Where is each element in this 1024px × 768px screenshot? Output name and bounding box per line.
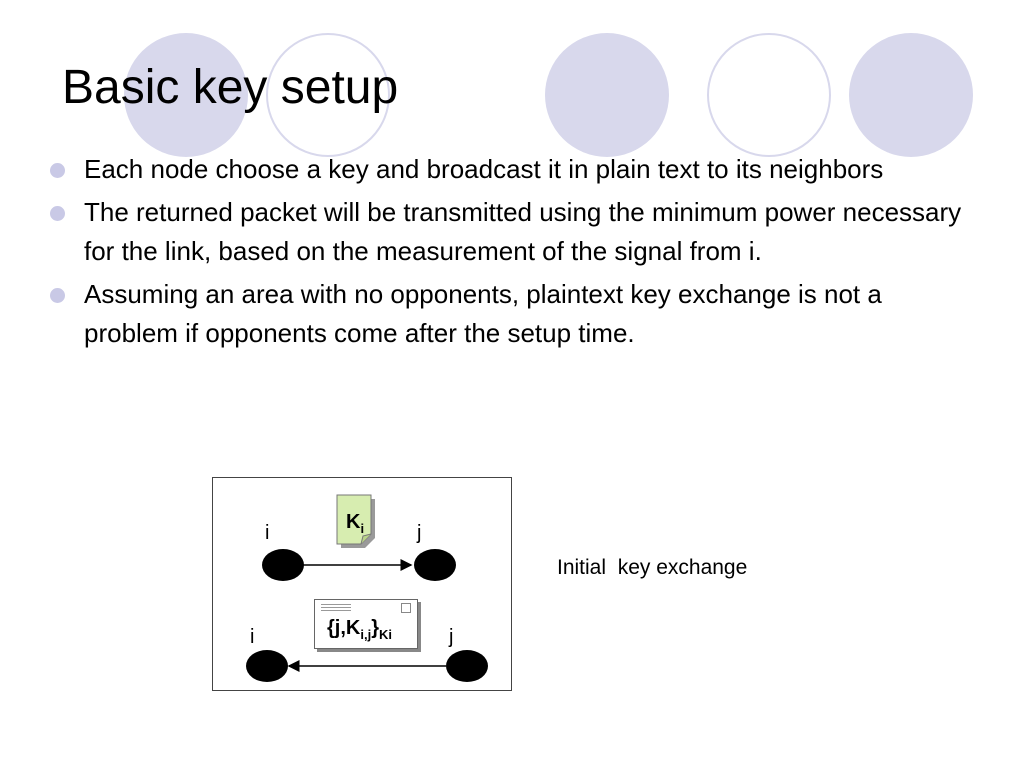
bullet-text: Each node choose a key and broadcast it … (84, 154, 884, 184)
bottom-right-node-label: j (449, 626, 454, 648)
top-left-node (262, 549, 304, 581)
top-right-node-label: j (417, 522, 422, 544)
bullet-text: The returned packet will be transmitted … (84, 197, 962, 266)
diagram-caption: Initial key exchange (557, 556, 748, 579)
slide-title: Basic key setup (62, 61, 399, 114)
top-right-node (414, 549, 456, 581)
bullet-dot-icon (50, 206, 65, 221)
decor-circle-4 (707, 33, 831, 157)
bullet-list: Each node choose a key and broadcast it … (48, 150, 968, 357)
note-icon (336, 494, 375, 548)
bullet-dot-icon (50, 163, 65, 178)
bullet-dot-icon (50, 288, 65, 303)
bottom-left-node-label: i (250, 626, 255, 648)
decor-circle-1 (124, 33, 248, 157)
decor-circle-3 (545, 33, 669, 157)
bullet-item: Each node choose a key and broadcast it … (48, 150, 968, 189)
bullet-text: Assuming an area with no opponents, plai… (84, 279, 882, 348)
decor-circle-2 (266, 33, 390, 157)
encrypted-message-label: {j,Ki,j}Ki (327, 617, 392, 642)
bullet-item: The returned packet will be transmitted … (48, 193, 968, 271)
top-left-node-label: i (265, 522, 270, 544)
key-exchange-diagram: i j Ki i j {j,Ki,j}Ki (212, 477, 512, 691)
bullet-item: Assuming an area with no opponents, plai… (48, 275, 968, 353)
envelope-icon: {j,Ki,j}Ki (314, 599, 418, 649)
bottom-left-node (246, 650, 288, 682)
diagram-arrows (287, 559, 446, 672)
decor-circle-5 (849, 33, 973, 157)
bottom-right-node (446, 650, 488, 682)
key-message-label: Ki (346, 511, 365, 536)
